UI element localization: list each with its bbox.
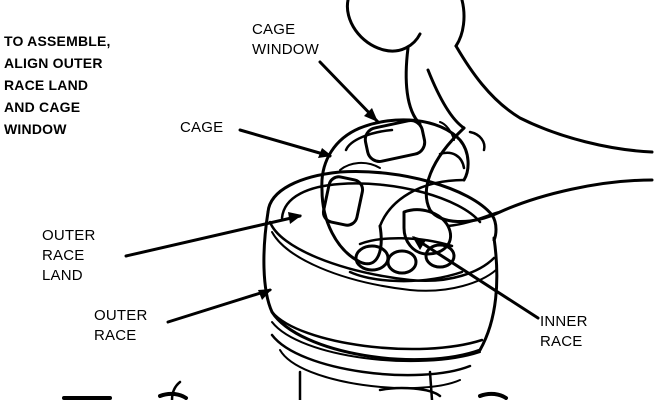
leader-lines <box>124 60 540 324</box>
assembly-instruction: TO ASSEMBLE, ALIGN OUTER RACE LAND AND C… <box>4 30 111 140</box>
instruction-line: AND CAGE <box>4 99 81 115</box>
leader-outer-race <box>166 288 272 324</box>
instruction-line: RACE LAND <box>4 77 89 93</box>
leader-inner-race <box>412 236 540 320</box>
instruction-line: WINDOW <box>4 121 67 137</box>
cropped-bottom-marks <box>62 380 508 400</box>
label-line: CAGE <box>180 119 224 136</box>
cage <box>320 118 470 266</box>
label-inner-race: INNER RACE <box>540 312 588 352</box>
label-line: INNER <box>540 313 588 330</box>
label-outer-race-land: OUTER RACE LAND <box>42 226 96 286</box>
label-line: RACE <box>540 333 583 350</box>
label-line: RACE <box>94 327 137 344</box>
label-cage: CAGE <box>180 118 223 138</box>
label-line: OUTER <box>94 307 148 324</box>
leader-outer-race-land <box>124 214 302 258</box>
leader-cage <box>238 128 332 158</box>
label-line: OUTER <box>42 227 96 244</box>
label-line: CAGE <box>252 21 296 38</box>
label-line: LAND <box>42 267 83 284</box>
hand <box>345 0 654 256</box>
label-outer-race: OUTER RACE <box>94 306 148 346</box>
label-line: WINDOW <box>252 41 320 58</box>
inner-race <box>348 237 464 283</box>
instruction-line: ALIGN OUTER <box>4 55 103 71</box>
arrowheads <box>258 108 426 300</box>
label-cage-window: CAGE WINDOW <box>252 20 319 60</box>
outer-race-body <box>262 210 499 400</box>
outer-race-rim <box>266 169 498 292</box>
label-line: RACE <box>42 247 85 264</box>
instruction-line: TO ASSEMBLE, <box>4 33 111 49</box>
